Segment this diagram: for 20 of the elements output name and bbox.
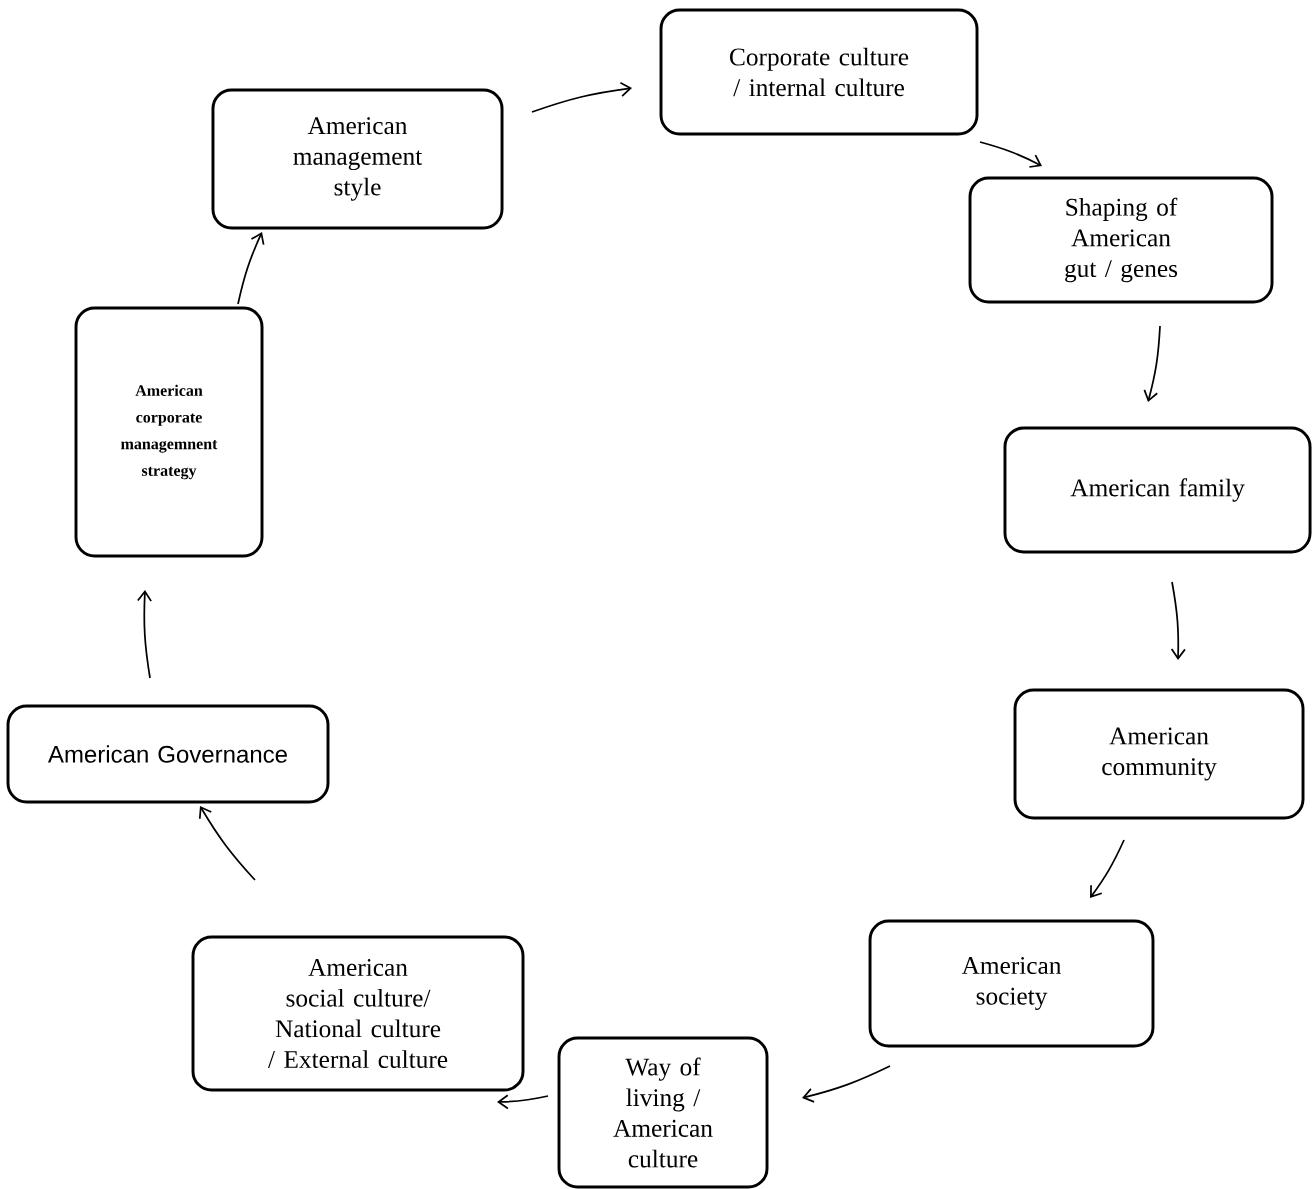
- process-box: Corporate culture / internal culture: [659, 8, 979, 136]
- process-box: American social culture/ National culture / External culture: [191, 935, 525, 1092]
- arrow: [802, 1065, 891, 1103]
- arrow: [136, 590, 152, 679]
- process-box: American management style: [211, 88, 504, 230]
- process-box: American community: [1013, 688, 1305, 820]
- arrow: [979, 141, 1042, 168]
- arrow: [1090, 839, 1125, 898]
- arrow: [1170, 581, 1186, 660]
- process-box: Shaping of American gut / genes: [968, 176, 1274, 304]
- arrow: [1143, 325, 1161, 402]
- arrow: [531, 81, 632, 113]
- process-box: American corporate managemnent strategy: [74, 306, 264, 558]
- arrow: [237, 232, 265, 305]
- arrow: [497, 1094, 549, 1110]
- process-box: American family: [1003, 426, 1312, 554]
- arrow: [198, 806, 256, 881]
- process-box: American society: [868, 919, 1155, 1048]
- process-box: American Governance: [6, 704, 330, 804]
- process-box: Way of living / American culture: [557, 1036, 769, 1189]
